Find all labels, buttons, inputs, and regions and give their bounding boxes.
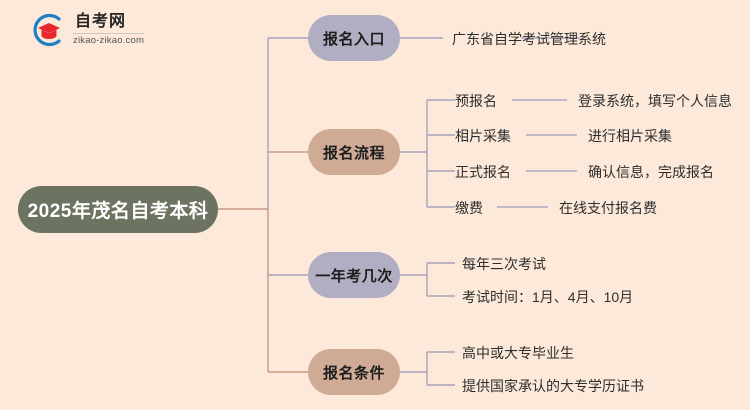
leaf-requirement-diploma-certificate: 提供国家承认的大专学历证书 <box>462 378 644 394</box>
leaf-process-step-payment: 缴费 <box>455 200 483 216</box>
mindmap-root-node[interactable]: 2025年茂名自考本科 <box>18 186 218 233</box>
leaf-requirement-education-level: 高中或大专毕业生 <box>462 345 574 361</box>
leaf-process-step-formal-registration: 正式报名 <box>455 164 511 180</box>
site-logo[interactable]: 自考网 zikao-zikao.com <box>30 12 145 48</box>
logo-url: zikao-zikao.com <box>73 35 145 47</box>
logo-name: 自考网 <box>75 13 127 31</box>
leaf-process-step-photo-collection: 相片采集 <box>455 128 511 144</box>
leaf-detail-formal-registration: 确认信息，完成报名 <box>588 164 714 180</box>
leaf-registration-entrance-system: 广东省自学考试管理系统 <box>452 31 606 47</box>
leaf-exams-per-year-months: 考试时间：1月、4月、10月 <box>462 289 634 305</box>
leaf-detail-pre-registration: 登录系统，填写个人信息 <box>578 93 732 109</box>
logo-graduation-cap-icon <box>30 12 66 48</box>
branch-node-registration-entrance[interactable]: 报名入口 <box>308 15 400 61</box>
branch-node-exams-per-year[interactable]: 一年考几次 <box>308 252 400 298</box>
branch-node-registration-process[interactable]: 报名流程 <box>308 129 400 175</box>
branch-node-registration-requirements[interactable]: 报名条件 <box>308 349 400 395</box>
leaf-process-step-pre-registration: 预报名 <box>455 93 497 109</box>
leaf-detail-payment: 在线支付报名费 <box>559 200 657 216</box>
logo-divider <box>73 33 145 35</box>
leaf-exams-per-year-count: 每年三次考试 <box>462 256 546 272</box>
leaf-detail-photo-collection: 进行相片采集 <box>588 128 672 144</box>
